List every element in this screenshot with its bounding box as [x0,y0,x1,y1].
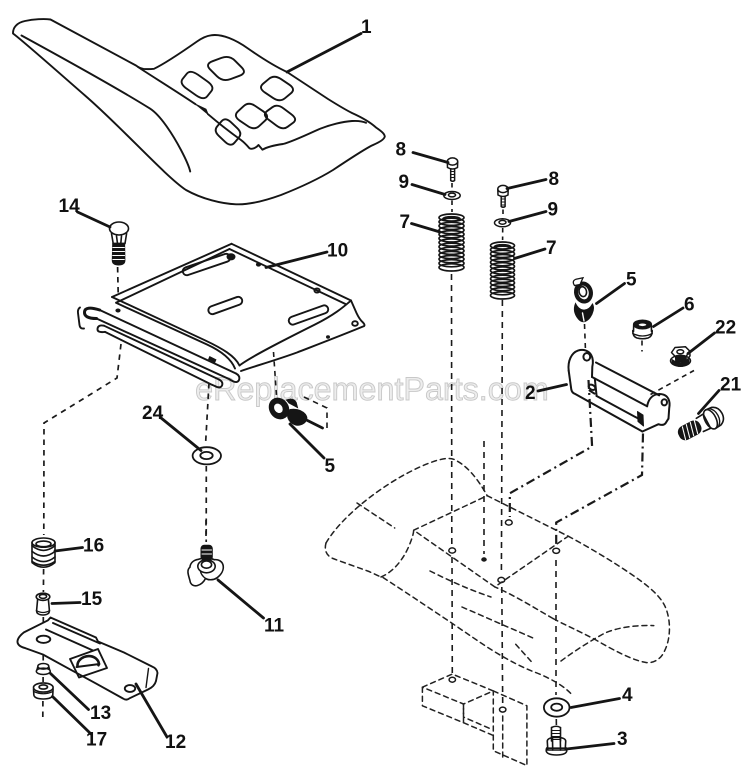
svg-text:22: 22 [715,318,736,339]
svg-text:9: 9 [548,200,559,221]
svg-text:9: 9 [399,172,410,193]
svg-text:8: 8 [549,169,560,190]
svg-text:5: 5 [626,270,637,291]
svg-text:21: 21 [720,375,742,396]
svg-text:14: 14 [59,196,81,217]
svg-text:15: 15 [81,589,103,610]
svg-text:11: 11 [264,616,285,637]
svg-text:17: 17 [86,730,107,751]
svg-text:7: 7 [400,212,411,233]
svg-text:12: 12 [165,732,186,753]
svg-text:5: 5 [325,456,336,477]
svg-text:24: 24 [142,403,164,424]
svg-text:6: 6 [684,295,695,316]
svg-text:13: 13 [90,703,111,724]
svg-text:7: 7 [546,238,557,259]
svg-text:4: 4 [622,685,633,706]
svg-text:2: 2 [525,383,536,404]
svg-text:eReplacementParts.com: eReplacementParts.com [195,371,549,407]
svg-text:10: 10 [327,241,348,262]
svg-text:16: 16 [83,536,104,557]
svg-text:8: 8 [396,140,407,161]
svg-text:1: 1 [361,17,372,38]
svg-text:3: 3 [617,729,628,750]
